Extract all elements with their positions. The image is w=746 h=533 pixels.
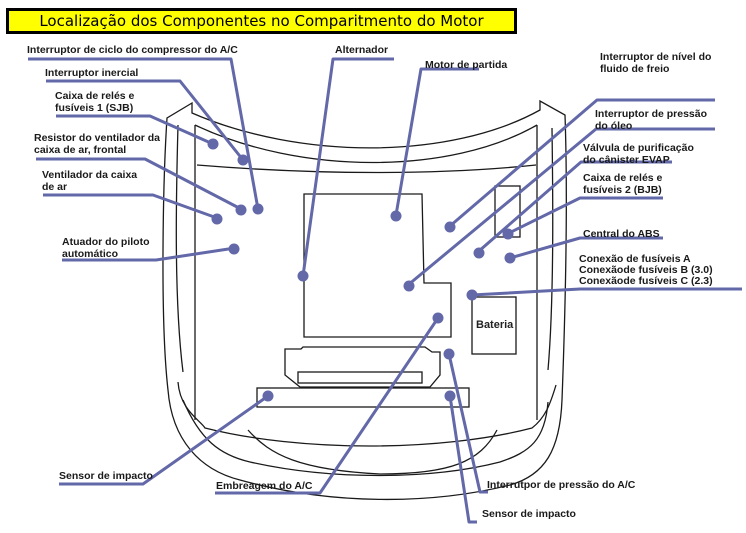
marker-oil-pressure-switch <box>403 280 415 292</box>
component-markers <box>207 138 516 402</box>
label-bjb-line2: fusíveis 2 (BJB) <box>583 184 662 196</box>
marker-fuse-links <box>466 289 478 301</box>
marker-brake-fluid-switch <box>444 221 456 233</box>
marker-evap-valve <box>473 247 485 259</box>
label-abs-module: Central do ABS <box>583 228 660 240</box>
label-alternator: Alternador <box>335 44 389 56</box>
label-ac-pressure-switch: Interrutpor de pressão do A/C <box>487 479 636 491</box>
label-cruise-actuator-line1: Atuador do piloto <box>62 236 150 248</box>
leader-lines <box>28 57 742 524</box>
label-oil-pressure-switch-line2: do óleo <box>595 120 633 132</box>
label-blower: Ventilador da caixa de ar <box>42 169 137 193</box>
label-starter-motor: Motor de partida <box>425 59 508 71</box>
label-inertia-switch: Interruptor inercial <box>45 67 139 79</box>
label-blower-line1: Ventilador da caixa <box>42 169 138 181</box>
label-battery: Bateria <box>476 319 514 331</box>
vehicle-outline <box>162 99 567 501</box>
label-cruise-actuator: Atuador do piloto automático <box>62 236 149 260</box>
label-sjb: Caixa de relés e fusíveis 1 (SJB) <box>55 90 134 114</box>
label-blower-resistor-line1: Resistor do ventilador da <box>34 132 161 144</box>
label-fuse-link-a: Conexão de fusíveis A <box>579 253 691 265</box>
marker-alternator <box>297 270 309 282</box>
marker-abs-module <box>504 252 516 264</box>
label-fuse-link-c: Conexãode fusíveis C (2.3) <box>579 275 713 287</box>
label-brake-fluid-switch-line1: Interruptor de nível do <box>600 51 712 63</box>
label-cruise-actuator-line2: automático <box>62 248 119 260</box>
marker-starter-motor <box>390 210 402 222</box>
label-evap-valve-line2: do cânister EVAP <box>583 154 670 166</box>
label-ac-clutch: Embreagem do A/C <box>216 480 313 492</box>
marker-ac-clutch <box>432 312 444 324</box>
label-fuse-link-b: Conexãode fusíveis B (3.0) <box>579 264 713 276</box>
label-blower-resistor-line2: caixa de ar, frontal <box>34 144 127 156</box>
marker-sjb <box>207 138 219 150</box>
label-bjb: Caixa de relés e fusíveis 2 (BJB) <box>583 172 662 196</box>
marker-blower-resistor <box>235 204 247 216</box>
label-impact-sensor-right: Sensor de impacto <box>482 508 576 520</box>
label-sjb-line1: Caixa de relés e <box>55 90 135 102</box>
label-evap-valve: Válvula de purificação do cânister EVAP <box>583 142 694 166</box>
label-blower-line2: de ar <box>42 181 68 193</box>
label-blower-resistor: Resistor do ventilador da caixa de ar, f… <box>34 132 160 156</box>
marker-bjb <box>502 228 514 240</box>
marker-ac-pressure-switch <box>443 348 455 360</box>
label-ac-compressor-cycle-switch: Interruptor de ciclo do compressor do A/… <box>27 44 238 56</box>
diagram-title: Localização dos Componentes no Comparitm… <box>6 8 517 34</box>
label-sjb-line2: fusíveis 1 (SJB) <box>55 102 134 114</box>
marker-impact-sensor-left <box>262 390 274 402</box>
marker-impact-sensor-right <box>444 390 456 402</box>
marker-ac-compressor-cycle-switch <box>252 203 264 215</box>
label-brake-fluid-switch: Interruptor de nível do fluido de freio <box>600 51 711 75</box>
label-impact-sensor-left: Sensor de impacto <box>59 470 153 482</box>
label-fuse-links: Conexão de fusíveis A Conexãode fusíveis… <box>579 254 713 287</box>
label-oil-pressure-switch: Interruptor de pressão do óleo <box>595 108 707 132</box>
label-brake-fluid-switch-line2: fluido de freio <box>600 63 670 75</box>
label-evap-valve-line1: Válvula de purificação <box>583 142 694 154</box>
label-bjb-line1: Caixa de relés e <box>583 172 663 184</box>
marker-cruise-actuator <box>228 243 240 255</box>
label-oil-pressure-switch-line1: Interruptor de pressão <box>595 108 708 120</box>
marker-inertia-switch <box>237 154 249 166</box>
marker-blower <box>211 213 223 225</box>
